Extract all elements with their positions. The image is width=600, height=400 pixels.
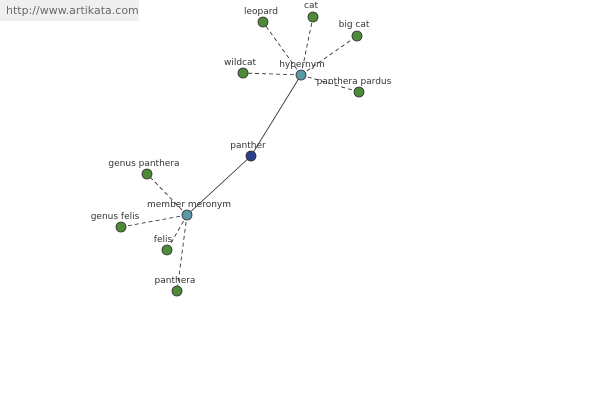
label-felis: felis — [154, 235, 173, 245]
edge-meronym-panthera — [176, 214, 188, 292]
label-panthera: panthera — [155, 276, 196, 286]
edge-hypernym-leopard — [262, 21, 302, 76]
node-genus-panthera[interactable] — [141, 168, 153, 180]
label-leopard: leopard — [244, 7, 278, 17]
edge-meronym-genus-panthera — [146, 173, 188, 216]
label-panthera-pardus: panthera pardus — [317, 77, 392, 87]
edge-hypernym-panther — [250, 74, 302, 157]
label-panther: panther — [230, 141, 266, 151]
node-hypernym[interactable] — [295, 69, 307, 81]
label-genus-felis: genus felis — [91, 212, 140, 222]
node-leopard[interactable] — [257, 16, 269, 28]
edge-hypernym-wildcat — [242, 72, 302, 76]
node-genus-felis[interactable] — [115, 221, 127, 233]
site-url[interactable]: http://www.artikata.com — [0, 0, 139, 21]
node-panthera[interactable] — [171, 285, 183, 297]
label-cat: cat — [304, 1, 318, 11]
node-panther[interactable] — [245, 150, 257, 162]
node-felis[interactable] — [161, 244, 173, 256]
node-member-meronym[interactable] — [181, 209, 193, 221]
label-hypernym: hypernym — [279, 60, 325, 70]
label-genus-panthera: genus panthera — [108, 159, 179, 169]
node-wildcat[interactable] — [237, 67, 249, 79]
node-panthera-pardus[interactable] — [353, 86, 365, 98]
label-big-cat: big cat — [339, 20, 370, 30]
node-cat[interactable] — [307, 11, 319, 23]
edge-hypernym-big-cat — [300, 35, 358, 76]
edge-panther-member-meronym — [186, 155, 252, 216]
label-member-meronym: member meronym — [147, 200, 231, 210]
label-wildcat: wildcat — [224, 58, 257, 68]
node-big-cat[interactable] — [351, 30, 363, 42]
edge-hypernym-cat — [300, 16, 314, 76]
edge-hypernym-panthera-pardus — [300, 74, 360, 93]
